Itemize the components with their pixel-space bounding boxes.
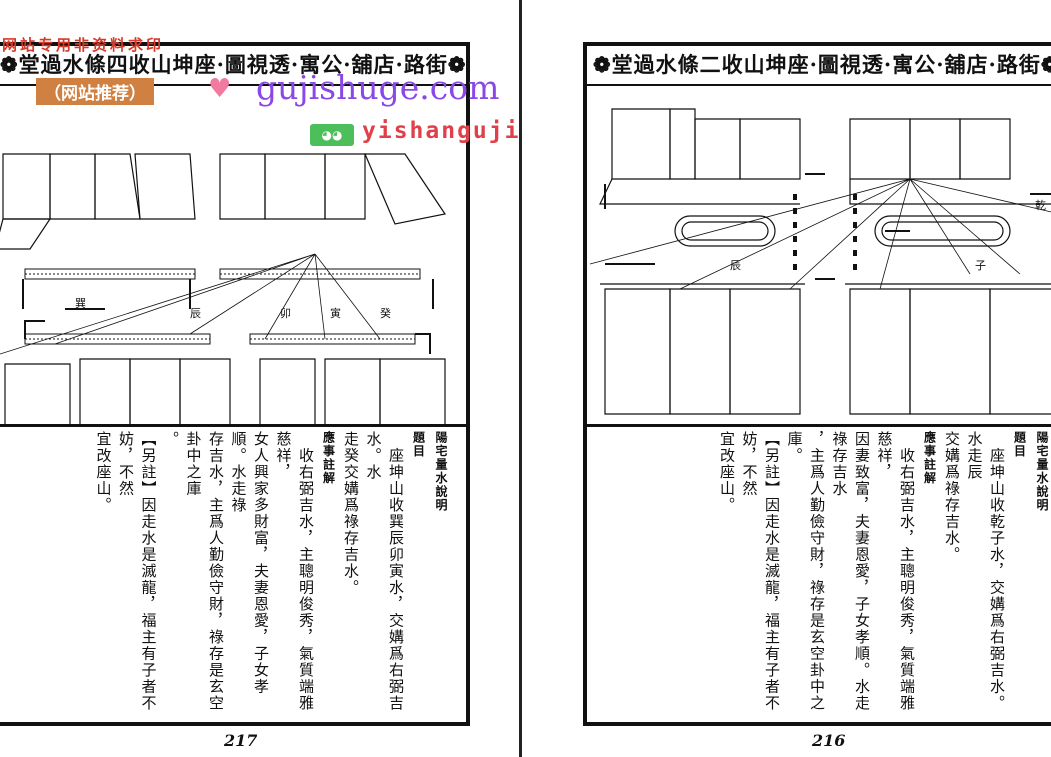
sight-lines bbox=[589, 178, 1051, 290]
text-column: 交媾爲祿存吉水。 bbox=[943, 431, 961, 563]
text-column: 【另註】因走水是滅龍，福主有子者不妨，不然 bbox=[117, 431, 158, 712]
text-column: 。 bbox=[162, 431, 180, 448]
text-column: 應事註解 bbox=[922, 431, 937, 485]
page-title: ❁堂過水條二收山坤座·圖視透·寓公·舖店·路街❁ bbox=[587, 46, 1051, 86]
text-column: 【另註】因走水是滅龍，福主有子者不妨，不然 bbox=[740, 431, 782, 712]
text-column: 因妻致富，夫妻恩愛，子女孝順。水走祿存吉水 bbox=[830, 431, 872, 712]
text-column: 題目 bbox=[411, 431, 426, 458]
page-title: ❁堂過水條四收山坤座·圖視透·寓公·舖店·路街❁ bbox=[0, 46, 466, 86]
buildings-top bbox=[599, 108, 1051, 205]
sight-lines bbox=[0, 253, 381, 355]
text-column: 存吉水，主爲人勤儉守財，祿存是玄空卦中之庫 bbox=[184, 431, 226, 712]
watermark-red-banner: 网站专用非资料求印 bbox=[2, 36, 165, 54]
text-column: 座坤山收巽辰卯寅水，交媾爲右弼吉水。水 bbox=[364, 431, 406, 712]
label-qian: 乾 bbox=[1035, 199, 1046, 212]
book-spine bbox=[519, 0, 522, 757]
crosswalks bbox=[793, 194, 857, 270]
text-column: 應事註解 bbox=[321, 431, 336, 485]
explanation-text: 陽宅量水說明 題目 座坤山收乾子水，交媾爲右弼吉水。水走辰 交媾爲祿存吉水。 應… bbox=[716, 431, 1051, 721]
text-column: 宜改座山。 bbox=[94, 431, 113, 514]
watermark-wechat-id: yishanguji bbox=[362, 118, 521, 144]
buildings-bottom bbox=[4, 358, 446, 430]
buildings-top bbox=[0, 153, 446, 250]
text-column: 題目 bbox=[1012, 431, 1027, 458]
page-number: 216 bbox=[812, 731, 846, 750]
text-column: ，主爲人勤儉守財，祿存是玄空卦中之庫。 bbox=[785, 431, 827, 712]
watermark-tag: （网站推荐） bbox=[36, 78, 154, 105]
roundabouts bbox=[674, 215, 1011, 247]
label-xun: 巽 bbox=[75, 297, 86, 310]
explanation-text: 陽宅量水說明 題目 座坤山收巽辰卯寅水，交媾爲右弼吉水。水 走癸交媾爲祿存吉水。… bbox=[92, 431, 452, 721]
page-number: 217 bbox=[224, 731, 258, 750]
buildings-bottom bbox=[600, 283, 1051, 415]
text-column: 收右弼吉水，主聰明俊秀，氣質端雅慈祥， bbox=[274, 431, 316, 712]
fences bbox=[24, 268, 421, 345]
label-chen: 辰 bbox=[730, 259, 741, 272]
text-column: 宜改座山。 bbox=[718, 431, 736, 514]
wechat-icon: ◕◕ bbox=[310, 124, 354, 146]
text-column: 座坤山收乾子水，交媾爲右弼吉水。水走辰 bbox=[965, 431, 1007, 712]
label-zi: 子 bbox=[975, 259, 986, 272]
section-heading: 陽宅量水說明 bbox=[1035, 431, 1049, 512]
watermark-url: gujishuge.com bbox=[256, 68, 500, 107]
label-yin: 寅 bbox=[330, 306, 341, 320]
text-column: 收右弼吉水，主聰明俊秀，氣質端雅慈祥， bbox=[875, 431, 917, 712]
flow-arrows bbox=[22, 279, 434, 354]
heart-icon: ♥ bbox=[208, 74, 232, 104]
text-column: 走癸交媾爲祿存吉水。 bbox=[342, 431, 360, 596]
right-page: ❁堂過水條二收山坤座·圖視透·寓公·舖店·路街❁ bbox=[583, 42, 1051, 726]
flow-arrows bbox=[604, 173, 1051, 280]
street-diagram: 乾 辰 子 bbox=[587, 84, 1051, 427]
left-page: ❁堂過水條四收山坤座·圖視透·寓公·舖店·路街❁ bbox=[0, 42, 470, 726]
label-gui: 癸 bbox=[380, 306, 391, 320]
label-chen: 辰 bbox=[190, 307, 201, 320]
section-heading: 陽宅量水說明 bbox=[434, 431, 448, 512]
label-mao: 卯 bbox=[280, 307, 291, 320]
text-column: 女人興家多財富，夫妻恩愛，子女孝順。水走祿 bbox=[229, 431, 271, 695]
